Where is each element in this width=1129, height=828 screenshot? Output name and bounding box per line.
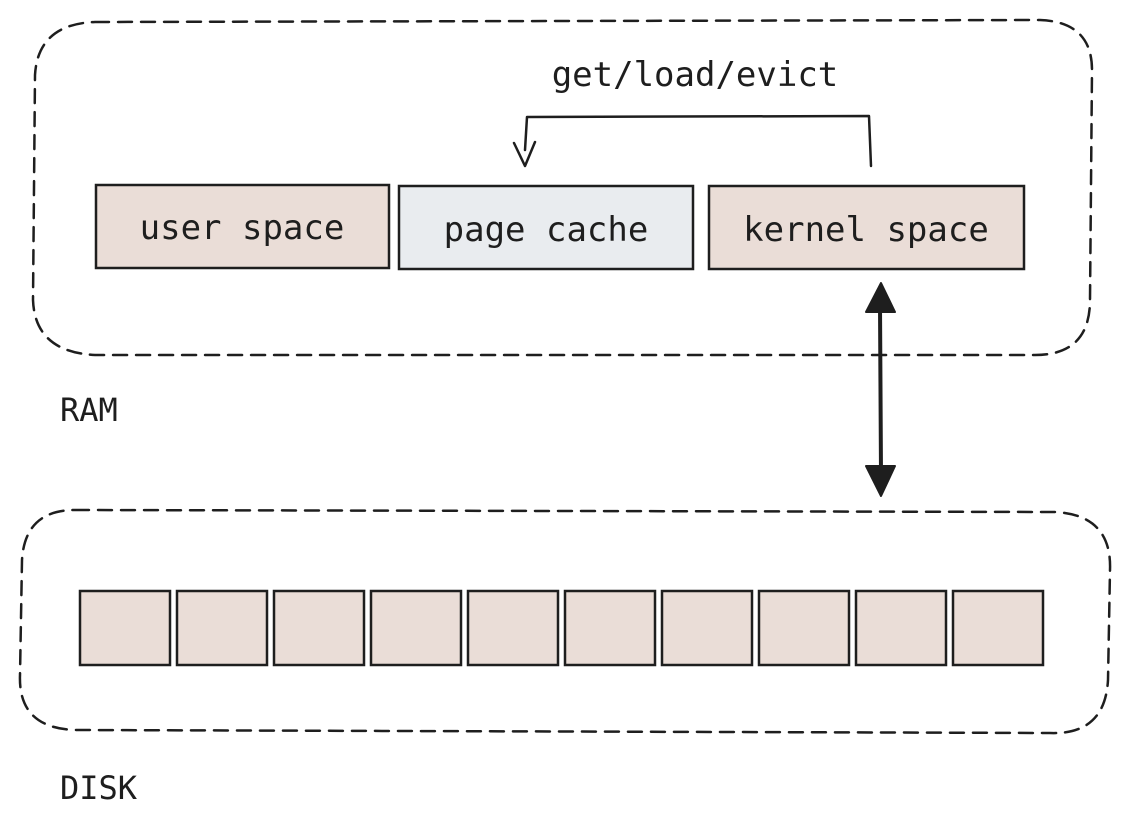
kernel-space-label: kernel space	[743, 210, 989, 250]
disk-label: DISK	[60, 769, 138, 807]
ram-label: RAM	[60, 391, 118, 429]
disk-block	[369, 589, 463, 667]
kernel-disk-arrow-shaft	[878, 303, 883, 477]
cache-ops-label: get/load/evict	[552, 55, 839, 95]
cache-ops-arrow	[523, 114, 873, 168]
disk-block	[175, 589, 269, 667]
cache-ops-arrowhead	[512, 140, 537, 168]
disk-block	[660, 589, 754, 667]
kernel-space-block	[707, 184, 1026, 271]
page-cache-block	[397, 184, 695, 271]
user-space-label: user space	[140, 208, 345, 248]
disk-block	[757, 589, 851, 667]
kernel-disk-arrowhead-down	[865, 465, 896, 497]
page-cache-label: page cache	[444, 210, 649, 250]
disk-container	[18, 508, 1112, 735]
ram-container	[31, 18, 1094, 357]
disk-block	[951, 589, 1045, 667]
disk-block	[854, 589, 948, 667]
kernel-disk-arrowhead-up	[865, 282, 896, 313]
disk-blocks	[78, 589, 1045, 667]
disk-block	[272, 589, 366, 667]
disk-block	[563, 589, 657, 667]
disk-block	[78, 589, 172, 667]
user-space-block	[94, 183, 391, 270]
disk-block	[466, 589, 560, 667]
